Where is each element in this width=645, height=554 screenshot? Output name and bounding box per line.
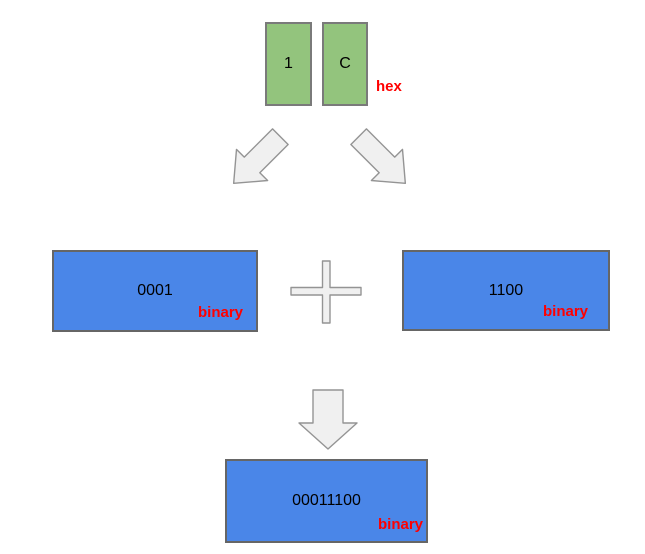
hex-digit-1: 1	[284, 55, 293, 72]
hex-label: hex	[376, 78, 402, 95]
binary-label-result: binary	[377, 516, 423, 533]
binary-label-1: binary	[197, 304, 243, 321]
binary-label-2: binary	[542, 303, 588, 320]
arrow-down-icon	[298, 389, 358, 450]
plus-icon	[290, 260, 362, 324]
binary-result-value: 00011100	[292, 492, 361, 509]
hex-digit-box-1: 1	[265, 22, 312, 106]
arrow-down-right-icon	[350, 128, 407, 185]
arrow-down-left-icon	[232, 128, 289, 185]
binary-operand-value-2: 1100	[488, 281, 524, 299]
binary-operand-box-2: 1100 binary	[402, 250, 610, 331]
binary-result-box: 00011100 binary	[225, 459, 428, 543]
hex-digit-2: C	[339, 55, 351, 72]
binary-operand-value-1: 0001	[137, 282, 173, 299]
hex-digit-box-2: C	[322, 22, 368, 106]
binary-operand-box-1: 0001 binary	[52, 250, 258, 332]
